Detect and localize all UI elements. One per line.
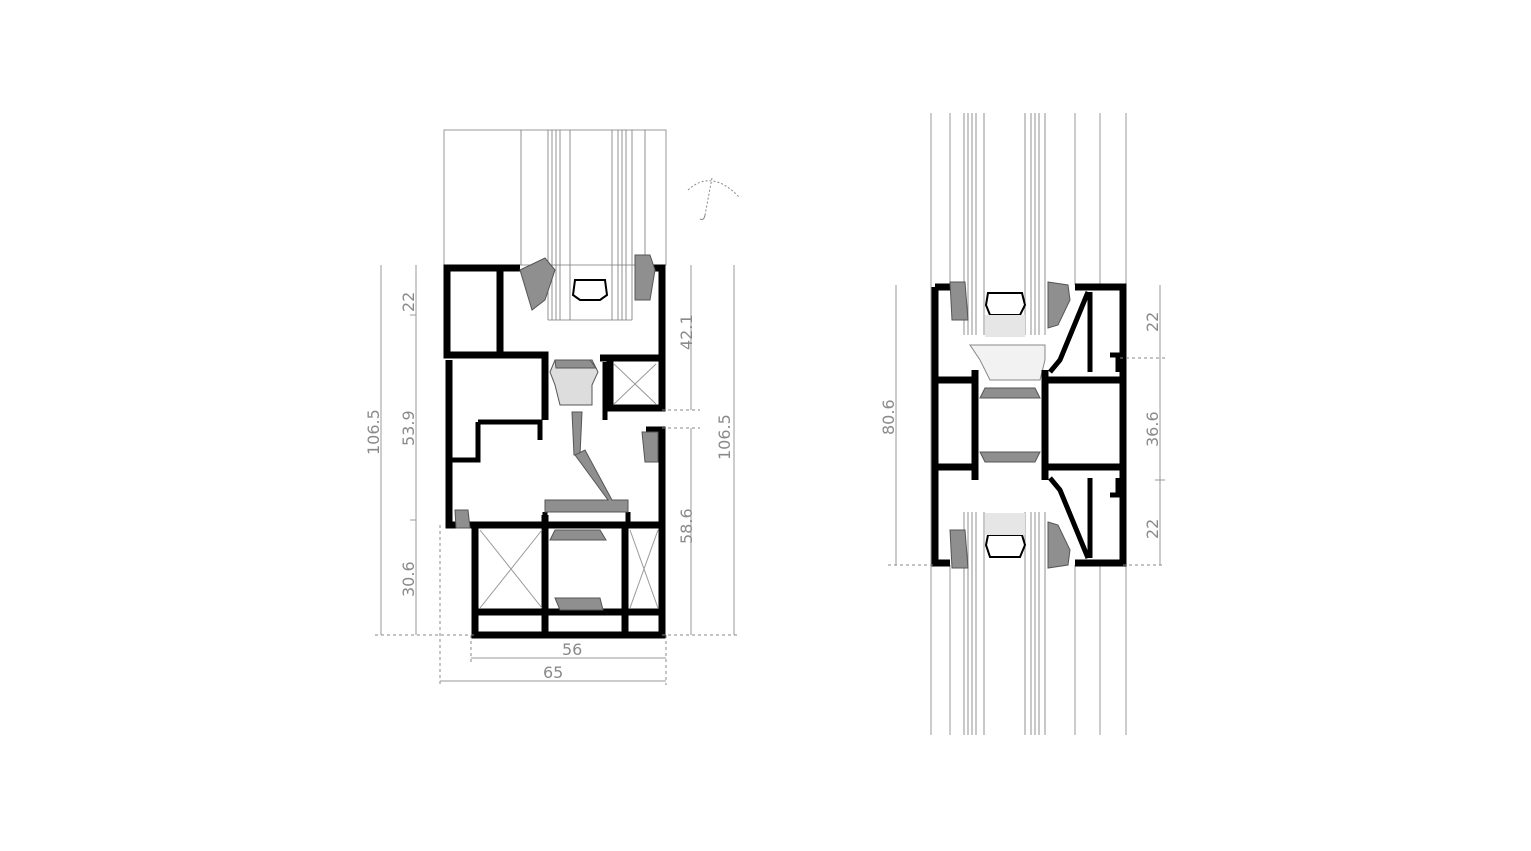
dim-bottom-height: 30.6 (399, 561, 418, 597)
right-profile-section: 80.6 22 36.6 22 (879, 113, 1168, 735)
left-glazing-lines (443, 129, 667, 321)
dim-bottom: 22 (1143, 519, 1162, 539)
dim-total-height-left: 106.5 (364, 409, 383, 455)
dim-total-width: 65 (543, 663, 563, 682)
dim-top-height: 22 (399, 292, 418, 312)
right-glazing-lines (930, 113, 1127, 735)
right-thermal-breaks (949, 281, 1071, 569)
umbrella-rain-icon (687, 177, 741, 220)
dim-inner-width: 56 (562, 640, 582, 659)
top-gasket (519, 257, 556, 311)
dim-total-height-right: 106.5 (715, 414, 734, 460)
spacer-bar (571, 279, 609, 301)
dim-right-upper: 42.1 (677, 314, 696, 350)
dim-top: 22 (1143, 312, 1162, 332)
right-dimension-lines (888, 285, 1168, 566)
right-frame-profile (931, 283, 1127, 567)
dim-middle-height: 53.9 (399, 410, 418, 446)
dim-right-lower: 58.6 (677, 508, 696, 544)
left-dimension-lines (375, 265, 740, 685)
spacer-bar-top (984, 292, 1027, 316)
dim-middle: 36.6 (1143, 411, 1162, 447)
left-thermal-breaks (454, 254, 659, 611)
left-frame-profile (443, 264, 666, 639)
spacer-bar-bottom (984, 534, 1027, 558)
left-profile-section: 106.5 22 53.9 30.6 42.1 58.6 106.5 56 65 (364, 129, 741, 685)
dim-total-height: 80.6 (879, 399, 898, 435)
